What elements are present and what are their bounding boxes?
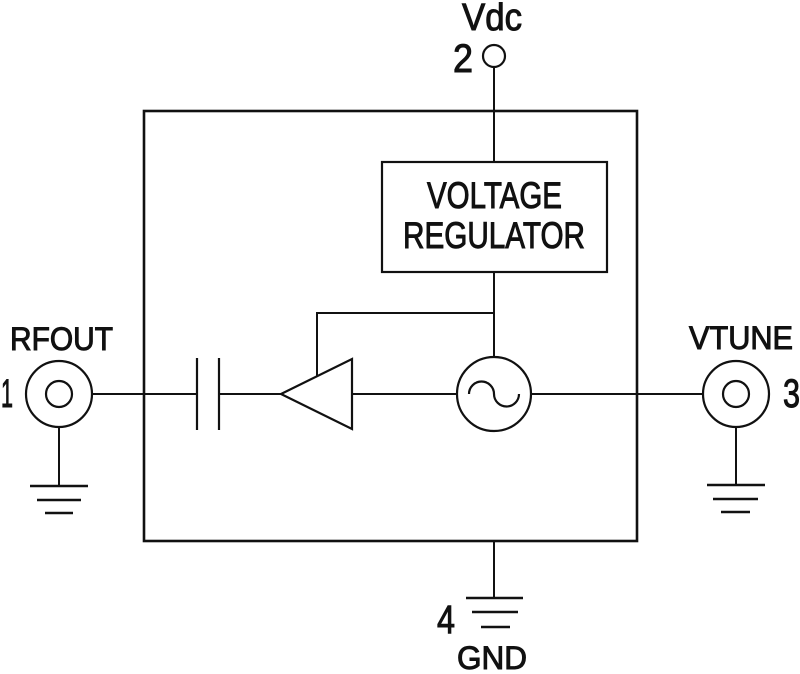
- rfout-terminal-inner: [44, 379, 74, 409]
- vdc-terminal-icon: [481, 43, 507, 69]
- sine-wave-glyph: [467, 380, 521, 408]
- gnd-port-label: GND: [457, 640, 527, 674]
- amplifier-triangle-icon: [278, 357, 354, 431]
- voltage-regulator-label-line2: REGULATOR: [403, 215, 585, 256]
- vdc-pin-number: 2: [453, 37, 473, 81]
- rfout-port-label: RFOUT: [10, 321, 113, 357]
- package-outline: [142, 109, 639, 543]
- vdc-port-label: Vdc: [462, 0, 522, 39]
- rfout-pin-number: 1: [1, 372, 13, 416]
- vtune-pin-number: 3: [783, 372, 800, 416]
- voltage-regulator-label-line1: VOLTAGE: [427, 175, 562, 216]
- gnd-ground-icon: [466, 596, 523, 629]
- vtune-ground-icon: [707, 483, 765, 514]
- vtune-terminal-inner: [721, 379, 751, 409]
- gnd-pin-number: 4: [437, 598, 455, 642]
- rfout-ground-icon: [30, 484, 88, 515]
- voltage-regulator-box: [380, 160, 609, 274]
- vtune-port-label: VTUNE: [689, 320, 793, 356]
